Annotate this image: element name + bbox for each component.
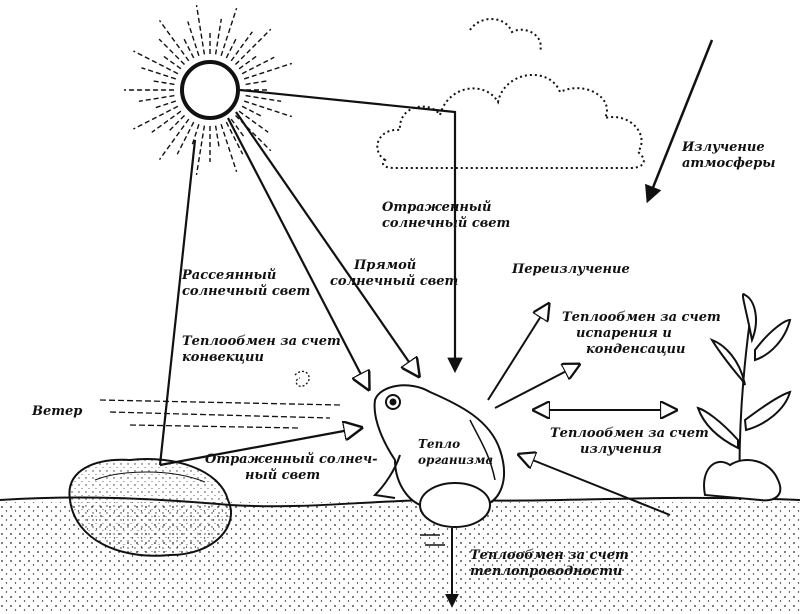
label-line: Теплообмен за счет (470, 548, 629, 564)
label-line: Теплообмен за счет (562, 310, 721, 326)
label-line: Отраженный солнеч- (205, 452, 378, 468)
sun-ray (184, 38, 194, 58)
label-line: ный свет (205, 468, 378, 484)
diffuse-light-line (160, 140, 195, 465)
sun-ray (155, 101, 176, 108)
label-direct-light: Прямой солнечный свет (330, 258, 458, 290)
sun-ray (244, 101, 292, 117)
cloud-icon (377, 19, 644, 168)
label-reflected-light-ground: Отраженный солнеч- ный свет (205, 452, 378, 484)
label-line: конденсации (562, 342, 721, 358)
label-conduction: Теплообмен за счет теплопроводности (470, 548, 629, 580)
sun-ray (197, 5, 205, 54)
sun-ray (216, 19, 222, 55)
sun-ray (246, 96, 282, 102)
label-line: конвекции (182, 350, 341, 366)
label-atmosphere-radiation: Излучение атмосферы (682, 140, 775, 172)
label-line: излучения (550, 442, 709, 458)
label-line: солнечный свет (182, 284, 310, 300)
sun-ray (244, 63, 292, 79)
label-wind: Ветер (32, 404, 82, 420)
label-evaporation: Теплообмен за счет испарения и конденсац… (562, 310, 721, 358)
label-line: теплопроводности (470, 564, 629, 580)
sun-ray (231, 32, 252, 61)
sun-ray (153, 81, 175, 85)
evaporation-arrow (495, 365, 578, 408)
sun-ray (246, 81, 268, 85)
label-line: Тепло (418, 436, 493, 452)
label-line: Прямой (330, 258, 458, 274)
sun-ray (221, 8, 237, 56)
label-line: солнечный свет (330, 274, 458, 290)
label-line: солнечный свет (382, 216, 510, 232)
label-line: Ветер (32, 404, 82, 420)
sun-ray (216, 126, 220, 148)
label-line: организма (418, 452, 493, 468)
sun-ray (177, 122, 193, 154)
label-line: Рассеянный (182, 268, 310, 284)
sun-ray (152, 111, 181, 132)
label-body-heat: Тепло организма (418, 436, 493, 468)
sun-ray (139, 96, 175, 102)
label-line: Теплообмен за счет (550, 426, 709, 442)
sun-ray (242, 106, 262, 116)
wind-streaks (100, 371, 340, 428)
label-diffuse-light: Рассеянный солнечный свет (182, 268, 310, 300)
sun-icon (124, 5, 292, 175)
label-reflected-light-top: Отраженный солнечный свет (382, 200, 510, 232)
sun-ray (197, 126, 205, 175)
sun-ray (226, 38, 236, 58)
label-line: Излучение (682, 140, 775, 156)
label-line: Теплообмен за счет (182, 334, 341, 350)
atmosphere-radiation-arrow (648, 40, 712, 200)
sun-ray (159, 39, 184, 64)
label-line: Переизлучение (512, 262, 630, 278)
label-line: атмосферы (682, 156, 775, 172)
label-convection: Теплообмен за счет конвекции (182, 334, 341, 366)
label-line: Отраженный (382, 200, 510, 216)
label-reradiation: Переизлучение (512, 262, 630, 278)
label-radiation-exchange: Теплообмен за счет излучения (550, 426, 709, 458)
label-line: испарения и (562, 326, 721, 342)
